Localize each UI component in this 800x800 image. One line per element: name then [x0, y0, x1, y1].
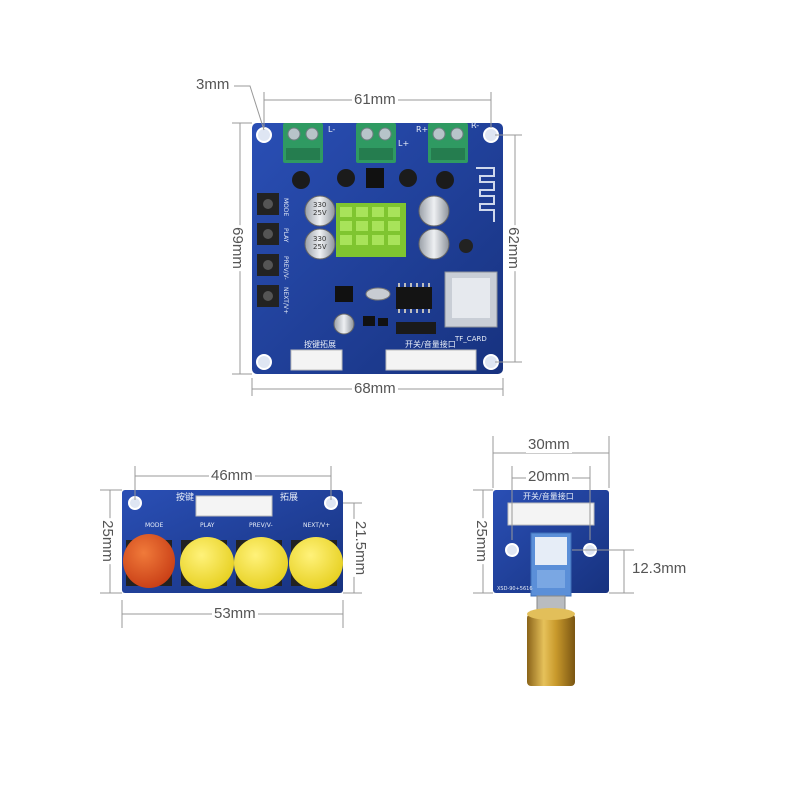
- potentiometer: [530, 532, 572, 597]
- main-btn-label-mode: MODE: [282, 198, 289, 217]
- prev-button[interactable]: [234, 537, 288, 589]
- knob-header-label: 开关/音量接口: [523, 491, 574, 501]
- dim-label-53mm: 53mm: [212, 605, 258, 622]
- main-btn-label-next: NEXT/V+: [282, 287, 289, 314]
- btn-label-mode: MODE: [145, 522, 164, 529]
- main-board: L- L+ R+ R- MODE PLAY PREV/V- NEXT/V+: [252, 121, 503, 374]
- cap-label-2b: 25V: [313, 243, 327, 251]
- terminal-label-1: L-: [328, 125, 335, 134]
- dim-label-46mm: 46mm: [209, 467, 255, 484]
- cap-label-1: 330: [313, 201, 326, 209]
- knob-connector: [507, 502, 595, 526]
- button-pcb: [122, 490, 343, 593]
- cap-label-1b: 25V: [313, 209, 327, 217]
- small-components: [292, 168, 454, 189]
- dim-label-69mm: 69mm: [228, 225, 246, 271]
- volume-knob[interactable]: [527, 595, 575, 686]
- knob-small-text: XSD-90+5616: [497, 586, 533, 592]
- main-btn-label-play: PLAY: [282, 228, 289, 243]
- btn-label-play: PLAY: [200, 522, 215, 529]
- speaker-terminals: [283, 123, 468, 163]
- tf-card-slot: [444, 271, 498, 328]
- btn-label-next: NEXT/V+: [303, 522, 330, 529]
- mode-button[interactable]: [123, 534, 175, 588]
- switch-vol-label: 开关/音量接口: [405, 339, 456, 349]
- button-board-connector: [195, 495, 273, 517]
- main-connectors: [290, 349, 477, 371]
- dim-label-30mm: 30mm: [526, 436, 572, 453]
- dim-label-25mm-left: 25mm: [98, 518, 116, 564]
- play-button[interactable]: [180, 537, 234, 589]
- antenna-trace: [476, 167, 495, 222]
- dim-label-21-5mm: 21.5mm: [352, 518, 370, 578]
- key-ext-label: 按键拓展: [304, 339, 336, 349]
- terminal-middle: [356, 123, 396, 163]
- button-board-label-right: 拓展: [280, 491, 298, 503]
- main-tactile-buttons: [257, 193, 279, 307]
- cap-label-2: 330: [313, 235, 326, 243]
- button-board-holes: [128, 496, 338, 510]
- dim-label-20mm: 20mm: [526, 468, 572, 485]
- terminal-label-4: R-: [471, 121, 479, 130]
- ics: [333, 283, 436, 335]
- electrolytic-capacitors: [304, 195, 450, 260]
- dim-label-68mm: 68mm: [352, 380, 398, 397]
- btn-label-prev: PREV/V-: [249, 522, 273, 529]
- tf-card-label: TF_CARD: [454, 335, 487, 343]
- button-board: 按键 拓展 MODE PLAY PREV/V- NEXT/V+: [122, 490, 343, 593]
- terminal-left: [283, 123, 323, 163]
- dim-label-25mm-right: 25mm: [472, 518, 490, 564]
- terminal-right: [428, 123, 468, 163]
- dim-label-61mm: 61mm: [352, 91, 398, 108]
- main-btn-label-prev: PREV/V-: [282, 256, 289, 280]
- terminal-label-2: L+: [398, 139, 409, 148]
- next-button[interactable]: [289, 537, 343, 589]
- dim-label-3mm: 3mm: [194, 76, 232, 93]
- button-board-label-left: 按键: [176, 491, 194, 503]
- terminal-label-3: R+: [416, 125, 428, 134]
- heatsink: [336, 203, 406, 257]
- dim-label-12-3mm: 12.3mm: [630, 560, 689, 577]
- knob-board: 开关/音量接口 XSD-90+5616: [493, 490, 609, 686]
- dim-label-62mm: 62mm: [504, 225, 522, 271]
